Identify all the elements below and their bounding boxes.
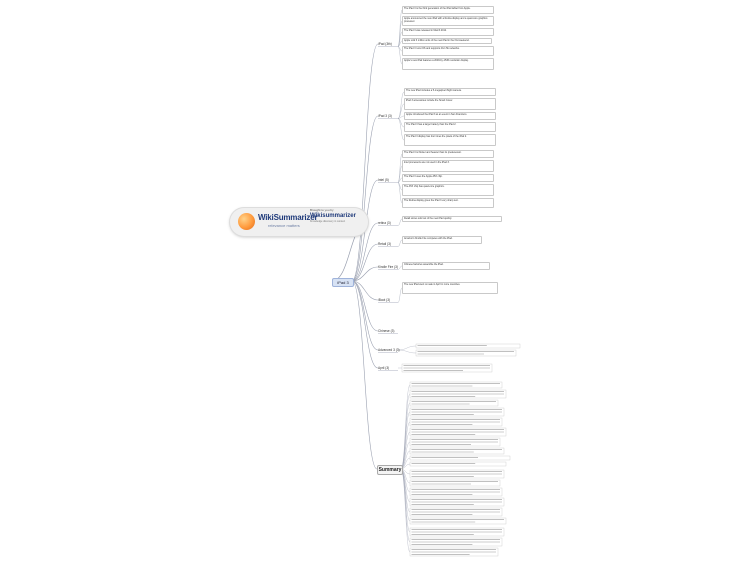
brand-caption: Brought to you by [310, 208, 334, 212]
connector-line [397, 31, 403, 47]
summary-sentence[interactable]: Apple's new iPad features a 2048-by-1536… [402, 58, 494, 70]
root-node[interactable]: iPad 3 [332, 278, 354, 287]
connector-line [400, 402, 411, 470]
connector-line [397, 115, 405, 119]
summary-sentence[interactable]: Apple announced the new iPad with a Reti… [402, 16, 494, 26]
connector-line [397, 239, 403, 247]
summary-sentence-box[interactable] [415, 349, 517, 357]
summary-sentence[interactable]: The A5X chip has quad-core graphics. [402, 184, 494, 196]
summary-sentence[interactable]: Retail stores sold out of the new iPad q… [402, 216, 502, 222]
summary-node[interactable]: Summary [377, 465, 403, 475]
topic-node[interactable]: Intel (5) [378, 178, 389, 182]
connector-line [397, 218, 403, 226]
summary-sentence[interactable]: The iPad 3 has a larger battery than the… [404, 122, 496, 132]
summary-sentence[interactable]: The new iPad went on sale in April in mo… [402, 282, 498, 294]
topic-node[interactable]: iBoot (3) [378, 298, 391, 302]
summary-sentence-box[interactable] [409, 381, 503, 389]
logo-subtitle: relevance matters [268, 223, 300, 228]
connector-line [351, 280, 379, 301]
summary-sentence[interactable]: The iPad 3 runs iOS and supports 4G LTE … [402, 46, 494, 56]
connector-line [351, 266, 379, 282]
summary-sentence[interactable]: The iPad 3 uses the Apple A5X chip. [402, 174, 494, 182]
brand-info: Brought to you by Wikisummarizer Knowled… [310, 208, 368, 223]
summary-sentence[interactable]: Amazon's Kindle Fire competes with the i… [402, 236, 482, 244]
connector-line [397, 118, 405, 128]
connector-line [397, 20, 403, 47]
connector-line [397, 182, 403, 191]
connector-line [351, 222, 379, 282]
summary-sentence[interactable]: iPad 3 accessories include the Smart Cov… [404, 98, 496, 110]
summary-sentence[interactable]: The Retina display gives the iPad 3 very… [402, 198, 494, 208]
connector-line [400, 393, 411, 470]
brand-description: Knowledge discovery in context [310, 220, 346, 223]
summary-sentence-box[interactable] [409, 461, 507, 467]
topic-node[interactable]: retina (3) [378, 221, 391, 225]
connector-line [351, 280, 379, 351]
topic-node[interactable]: Chinese (3) [378, 329, 395, 333]
summary-sentence[interactable]: Apple introduced the iPad 3 at an event … [404, 112, 496, 120]
summary-sentence[interactable]: The iPad 3 is the third generation of th… [402, 6, 494, 14]
topic-node[interactable]: iPad 3 (3) [378, 114, 392, 118]
logo-title: WikiSummarizer [258, 213, 318, 222]
summary-sentence[interactable]: The iPad 3 display has four times the pi… [404, 134, 496, 146]
summary-sentence[interactable]: The iPad 3 is thicker and heavier than i… [402, 150, 494, 158]
logo-ball-icon [238, 213, 255, 230]
connector-line [400, 468, 411, 553]
topic-node[interactable]: April (3) [378, 366, 390, 370]
connector-line [397, 265, 403, 270]
connector-line [397, 91, 405, 119]
connector-line [397, 287, 403, 303]
summary-sentence-box[interactable] [409, 455, 511, 461]
connector-line [397, 40, 403, 47]
topic-node[interactable]: Retail (3) [378, 242, 391, 246]
connector-line [397, 9, 403, 47]
connector-line [397, 103, 405, 119]
summary-sentence[interactable]: Chinese factories assemble the iPad. [402, 262, 490, 270]
connector-line [351, 43, 379, 282]
connector-line [351, 280, 379, 369]
summary-sentence-box[interactable] [409, 479, 501, 487]
wikisummarizer-logo: WikiSummarizer relevance matters [230, 208, 368, 236]
connector-line [351, 280, 378, 470]
summary-sentence[interactable]: The new iPad includes a 5-megapixel iSig… [404, 88, 496, 96]
connector-line [397, 165, 403, 183]
connector-line [397, 345, 417, 351]
topic-node[interactable]: iPad (3th) [378, 42, 392, 46]
topic-node[interactable]: Advanced 3 (3) [378, 348, 400, 352]
connector-line [397, 177, 403, 183]
summary-sentence[interactable]: Intel processors are not used in the iPa… [402, 160, 494, 172]
connector-line [397, 118, 405, 141]
connector-line [397, 153, 403, 183]
summary-sentence-box[interactable] [409, 399, 499, 407]
summary-sentence-box[interactable] [409, 517, 507, 525]
topic-node[interactable]: Kindle Fire (3) [378, 265, 399, 269]
summary-sentence[interactable]: Apple sold 3 million units of the new iP… [402, 38, 492, 44]
connector-line [351, 115, 379, 282]
summary-sentence-box[interactable] [415, 343, 521, 349]
summary-sentence-box[interactable] [409, 447, 505, 455]
connector-line [397, 46, 403, 65]
connector-line [397, 46, 403, 52]
connector-line [397, 349, 417, 354]
connector-line [397, 182, 403, 204]
summary-sentence[interactable]: The iPad 3 was released in March 2012. [402, 28, 494, 36]
brand-name: Wikisummarizer [310, 213, 356, 219]
